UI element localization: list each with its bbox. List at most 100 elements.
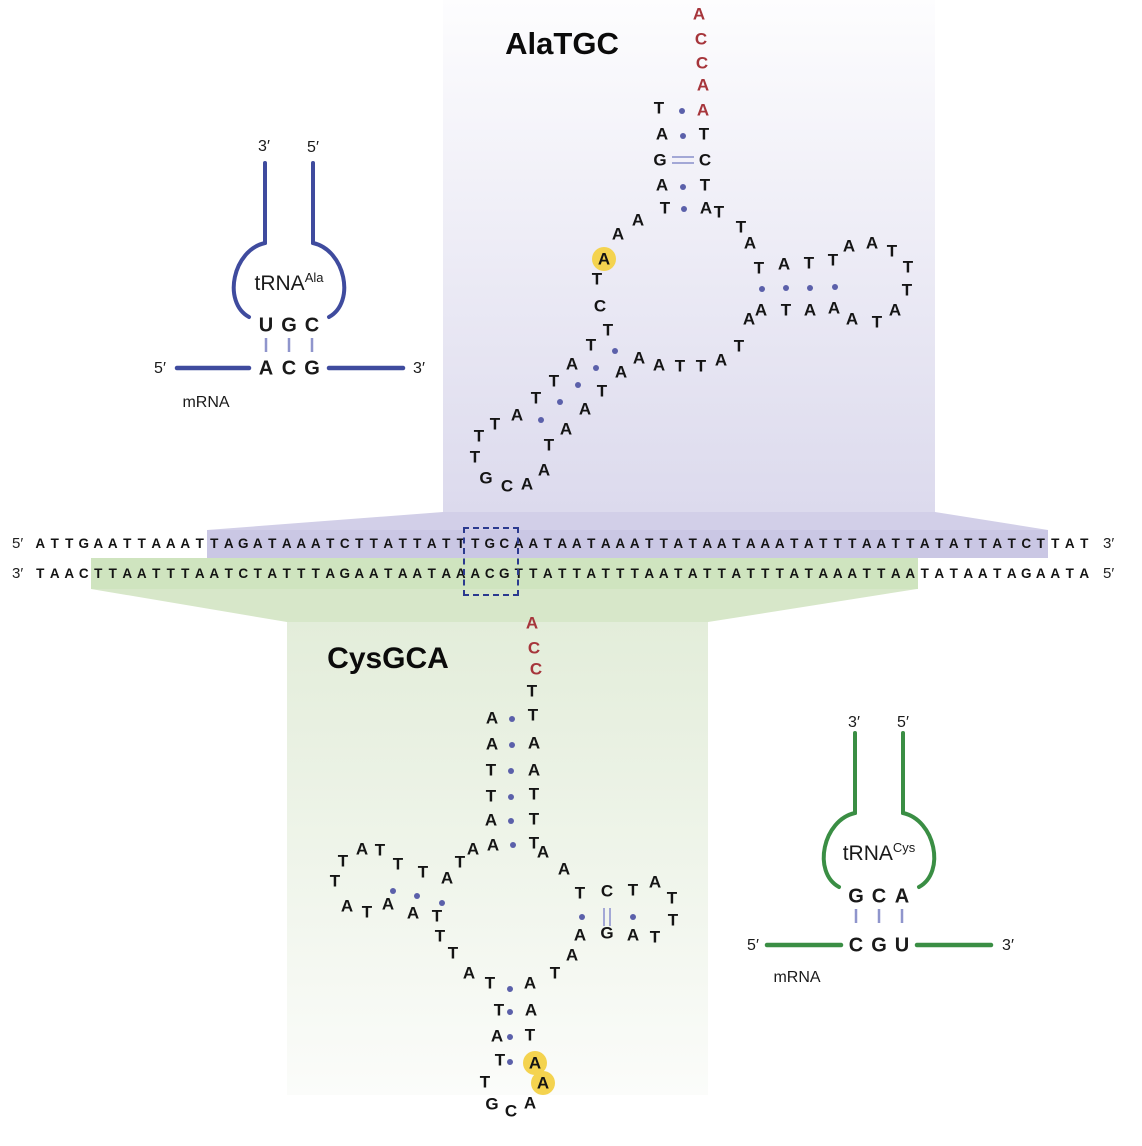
ala-nucleotide-letter: A [777,254,791,274]
cys-trna-name: tRNACys [842,840,916,865]
cys-nucleotide-letter: T [649,927,661,947]
sequence-base: A [323,558,338,589]
ala-top-left-end-label: 3′ [258,138,270,155]
sequence-base: T [555,558,570,589]
sequence-base: A [874,530,889,558]
cys-mrna-left-end-label: 5′ [747,937,759,954]
cys-nucleotide-letter: A [523,973,537,993]
cys-nucleotide-letter: A [626,925,640,945]
ala-nucleotide-letter: T [596,381,608,401]
sequence-base: T [1004,530,1019,558]
sequence-base: T [700,558,715,589]
ala-base-pair-dot [680,205,688,213]
ala-nucleotide-letter: T [674,356,686,376]
cys-base-pair-dot [578,913,586,921]
sequence-base: T [772,558,787,589]
sequence-base: A [977,566,988,581]
sequence-base: A [671,530,686,558]
sequence-base: T [410,530,425,558]
ala-nucleotide-letter: A [597,249,611,269]
ala-nucleotide-letter: T [901,280,913,300]
sequence-base: T [729,530,744,558]
sequence-base: T [787,530,802,558]
ala-sequence-connector [207,512,1048,530]
sequence-base: C [236,558,251,589]
ala-base-pair-dot [574,381,582,389]
ala-nucleotide-letter: T [698,124,710,144]
cys-nucleotide-letter: A [381,894,395,914]
sequence-base: A [555,530,570,558]
ala-nucleotide-letter: T [695,356,707,376]
cys-base-pair-dot [508,741,516,749]
sequence-base: G [78,536,89,551]
sequence-base: C [337,530,352,558]
ala-nucleotide-letter: T [733,336,745,356]
cys-anticodon-base: C [871,885,887,908]
cys-nucleotide-letter: T [667,910,679,930]
ala-nucleotide-letter: A [632,348,646,368]
sequence-base: A [903,558,918,589]
sequence-base: A [294,530,309,558]
ala-nucleotide-letter: T [548,371,560,391]
ala-nucleotide-letter: T [602,320,614,340]
ala-nucleotide-letter: A [743,233,757,253]
ala-mrna-right-end-label: 3′ [413,360,425,377]
strand-left-end-label: 5′ [12,535,24,552]
sequence-base: A [352,558,367,589]
sequence-base: A [584,558,599,589]
sequence-base: A [990,530,1005,558]
sequence-base: A [888,558,903,589]
cys-anticodon-base: A [894,885,910,908]
sequence-base: C [78,566,89,581]
cys-mrna-right-end-label: 3′ [1002,937,1014,954]
sequence-base: T [137,536,146,551]
cys-base-pair-dot [438,899,446,907]
sequence-base: T [207,530,222,558]
sequence-base: T [540,530,555,558]
sequence-base: A [424,530,439,558]
sequence-base: T [888,530,903,558]
sequence-base: A [801,530,816,558]
sequence-base: T [439,530,454,558]
sequence-base: T [961,530,976,558]
ala-base-pair-double-line [672,161,694,164]
cys-gene-title: CysGCA [327,642,449,675]
sequence-base: A [743,530,758,558]
ala-mrna-label: mRNA [182,394,230,411]
sequence-base: T [178,558,193,589]
cys-nucleotide-letter: A [466,839,480,859]
cys-nucleotide-letter: T [484,973,496,993]
ala-base-pair-double-line [672,156,694,159]
sequence-base: T [671,558,686,589]
sequence-base: A [381,530,396,558]
ala-nucleotide-letter: T [489,414,501,434]
cys-loop-left-arc [821,811,857,889]
cys-nucleotide-letter: T [434,926,446,946]
cys-base-pair-dot [413,892,421,900]
sequence-base: A [656,558,671,589]
cys-nucleotide-letter: T [549,963,561,983]
sequence-base: T [265,530,280,558]
sequence-base: A [1079,566,1090,581]
sequence-base: T [627,558,642,589]
cys-nucleotide-letter: T [417,862,429,882]
ala-base-pair-dot [537,416,545,424]
sequence-base: A [107,536,118,551]
ala-base-pair-dot [556,398,564,406]
ala-nucleotide-letter: T [902,257,914,277]
sequence-base: T [123,536,132,551]
ala-mrna-left-end-label: 5′ [154,360,166,377]
cys-nucleotide-letter: T [526,681,538,701]
ala-pairing-ticks [264,338,314,352]
cys-base-pair-dot [506,1033,514,1041]
ala-panel [443,0,935,512]
sequence-base: T [830,530,845,558]
cys-loop-right-arc [901,811,937,889]
cys-nucleotide-letter: T [479,1072,491,1092]
ala-nucleotide-letter: T [659,198,671,218]
